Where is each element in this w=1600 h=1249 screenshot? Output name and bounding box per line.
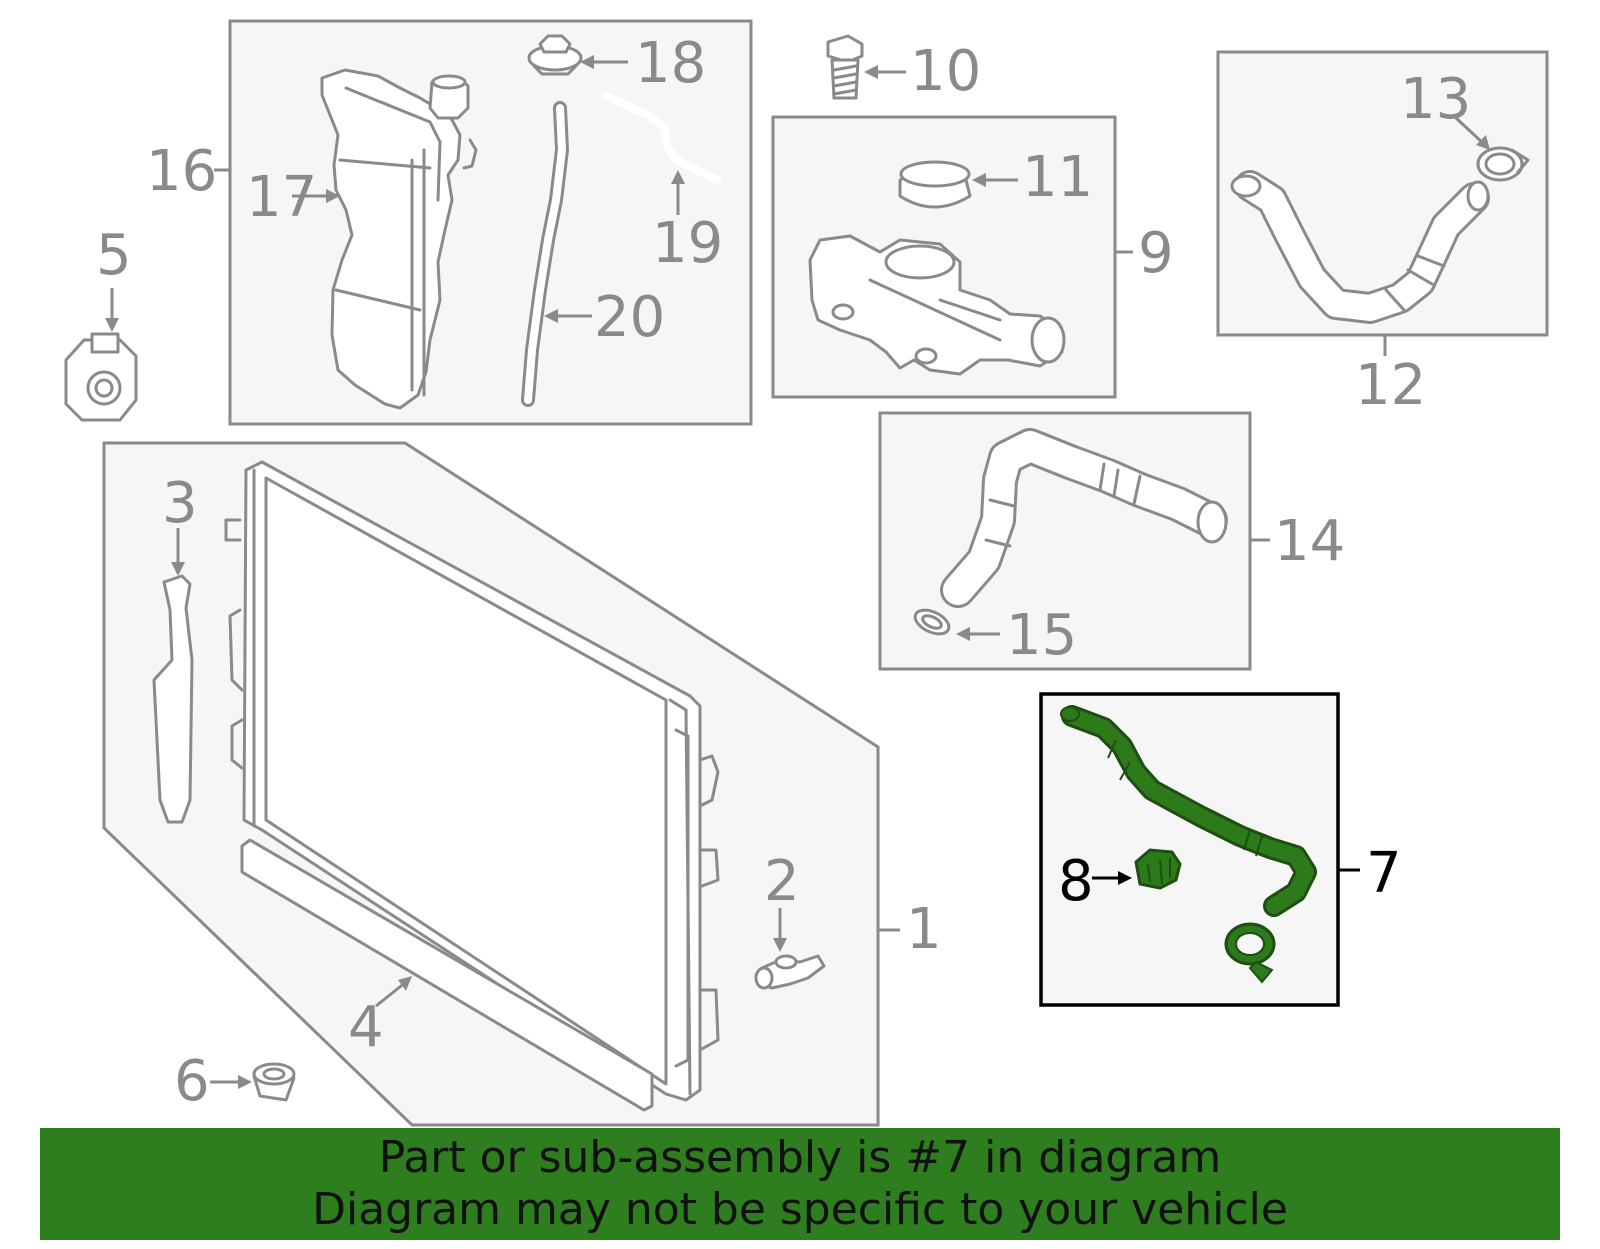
group-box-16: 16 [146,19,753,426]
callout-11: 11 [1022,145,1093,210]
radiator-hose-7[interactable] [1060,705,1317,917]
callout-7: 7 [1366,841,1402,906]
callout-20: 20 [594,285,665,350]
mount-bracket-5[interactable] [64,332,138,422]
hose-clamp-15[interactable] [911,605,952,638]
callout-17: 17 [246,165,317,230]
callout-19-group: 19 [652,170,723,276]
callout-18: 18 [635,31,706,96]
callout-18-group: 18 [580,31,706,96]
overflow-hose-19[interactable] [602,92,722,184]
bolt-10[interactable] [826,34,864,100]
callout-13-group: 13 [1400,67,1490,150]
callout-6: 6 [174,1049,210,1114]
callout-10-group: 10 [864,39,981,104]
group-box-7: 7 [1039,692,1402,1007]
callout-13: 13 [1400,67,1471,132]
callout-9: 9 [1138,221,1174,286]
coolant-reservoir-17[interactable] [320,68,478,410]
callout-3-group: 3 [162,471,198,576]
callout-10: 10 [910,39,981,104]
radiator-core[interactable] [224,460,720,1102]
callout-14: 14 [1274,509,1345,574]
housing-cap-11[interactable] [898,160,972,209]
hose-clip-8[interactable] [1134,848,1182,890]
drain-plug-2[interactable] [754,954,826,990]
info-banner: Part or sub-assembly is #7 in diagram Di… [40,1128,1560,1240]
banner-line-1: Part or sub-assembly is #7 in diagram [378,1132,1222,1183]
lower-hose-14[interactable] [940,428,1228,608]
thermostat-housing[interactable] [808,234,1066,376]
callout-3: 3 [162,471,198,536]
reservoir-cap-18[interactable] [527,34,583,76]
callout-16: 16 [146,139,217,204]
callout-19: 19 [652,211,723,276]
callout-15: 15 [1006,603,1077,668]
callout-20-group: 20 [544,285,665,350]
upper-hose-12[interactable] [1230,170,1490,324]
callout-4: 4 [348,995,384,1060]
callout-5: 5 [96,223,132,288]
grommet-6[interactable] [252,1062,296,1102]
callout-12: 12 [1355,353,1426,418]
callout-5-group: 5 [96,223,132,332]
reservoir-hose-20[interactable] [521,101,569,407]
hose-clamp-7[interactable] [1224,922,1276,984]
callout-8-group: 8 [1058,849,1132,914]
callout-1: 1 [906,897,942,962]
group-box-14: 14 [878,411,1345,671]
callout-6-group: 6 [174,1049,252,1114]
callout-15-group: 15 [956,603,1077,668]
banner-line-2: Diagram may not be specific to your vehi… [312,1184,1288,1235]
lower-seal-4[interactable] [240,838,654,1112]
air-deflector-3[interactable] [152,574,194,824]
callout-17-group: 17 [246,165,340,230]
group-box-12: 12 [1216,50,1549,418]
callout-8: 8 [1058,849,1094,914]
callout-4-group: 4 [348,976,412,1060]
callout-11-group: 11 [972,145,1093,210]
callout-2: 2 [764,849,800,914]
callout-2-group: 2 [764,849,800,952]
hose-clamp-13[interactable] [1476,146,1530,182]
